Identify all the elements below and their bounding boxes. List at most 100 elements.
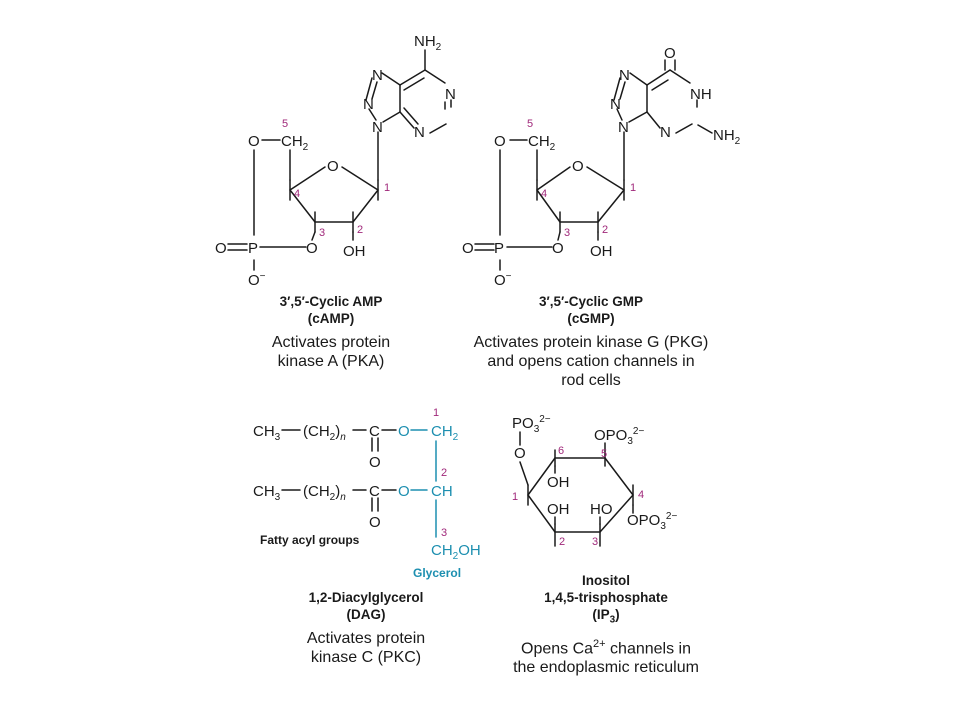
cgmp-p: P	[494, 240, 504, 257]
cgmp-po-o: O	[462, 240, 474, 257]
ip3-locant-4: 4	[638, 489, 644, 501]
cgmp-o3: O	[552, 240, 564, 257]
camp-desc-line2: kinase A (PKA)	[277, 353, 385, 370]
cgmp-n7: N	[619, 67, 630, 84]
dag-locant-2: 2	[441, 467, 447, 479]
cgmp-o-minus: O−	[494, 271, 512, 289]
camp-n7: N	[372, 67, 383, 84]
cgmp-ch2: CH2	[528, 133, 556, 153]
camp-locant-5: 5	[282, 118, 288, 130]
camp-n9: N	[372, 119, 383, 136]
camp-n3: N	[414, 124, 425, 141]
camp-desc-line1: Activates protein	[271, 334, 391, 351]
cgmp-oh: OH	[590, 243, 613, 260]
cgmp-desc-line2: and opens cation channels in	[487, 353, 695, 370]
cgmp-structure	[474, 59, 713, 271]
cgmp-caption: 3′,5′-Cyclic GMP (cGMP) Activates protei…	[446, 293, 736, 390]
cgmp-nh: NH	[690, 86, 712, 103]
camp-nh2: NH2	[414, 33, 442, 53]
cgmp-desc-line3: rod cells	[561, 372, 621, 389]
camp-caption: 3′,5′-Cyclic AMP (cAMP) Activates protei…	[236, 293, 426, 371]
dag-c-bottom: C	[369, 483, 380, 500]
ip3-locant-5: 5	[601, 448, 607, 460]
ip3-oh-6: OH	[547, 474, 570, 491]
camp-desc: Activates protein kinase A (PKA)	[236, 333, 426, 371]
ip3-name-line3: (IP3)	[592, 607, 620, 626]
cgmp-locant-1: 1	[630, 182, 636, 194]
camp-oh: OH	[343, 243, 366, 260]
ip3-opo3-4: OPO32−	[627, 511, 677, 532]
camp-name-line2: (cAMP)	[307, 311, 355, 326]
ip3-po3-1: PO32−	[512, 414, 551, 435]
ip3-o1: O	[514, 445, 526, 462]
dag-o-bottom: O	[369, 514, 381, 531]
ip3-desc: Opens Ca2+ channels in the endoplasmic r…	[476, 635, 736, 677]
cgmp-name-line1: 3′,5′-Cyclic GMP	[538, 294, 643, 309]
camp-ring-o: O	[327, 158, 339, 175]
dag-ch3-bottom: CH3	[253, 483, 281, 503]
ip3-name-line1: Inositol	[582, 573, 630, 588]
dag-c-top: C	[369, 423, 380, 440]
cgmp-locant-2: 2	[602, 224, 608, 236]
ip3-ho-3: HO	[590, 501, 613, 518]
dag-ch2oh: CH2OH	[431, 542, 481, 562]
cgmp-locant-4: 4	[541, 188, 547, 200]
dag-desc-line1: Activates protein	[306, 630, 426, 647]
camp-o5: O	[248, 133, 260, 150]
dag-name-line2: (DAG)	[346, 607, 386, 622]
cgmp-desc: Activates protein kinase G (PKG) and ope…	[446, 333, 736, 390]
dag-desc-line2: kinase C (PKC)	[310, 649, 422, 666]
ip3-structure	[519, 431, 634, 547]
camp-n1: N	[445, 86, 456, 103]
camp-locant-3: 3	[319, 227, 325, 239]
cgmp-desc-line1: Activates protein kinase G (PKG)	[473, 334, 709, 351]
camp-locant-1: 1	[384, 182, 390, 194]
cgmp-ring-o: O	[572, 158, 584, 175]
ip3-desc-line1: Opens Ca2+ channels in	[521, 637, 691, 658]
camp-c8-n: N	[363, 96, 374, 113]
camp-o3: O	[306, 240, 318, 257]
fatty-acyl-label: Fatty acyl groups	[260, 533, 360, 547]
ip3-locant-1: 1	[512, 491, 518, 503]
cgmp-n9: N	[618, 119, 629, 136]
camp-structure	[227, 49, 452, 271]
dag-locant-3: 3	[441, 527, 447, 539]
camp-ch2: CH2	[281, 133, 309, 153]
camp-name-line1: 3′,5′-Cyclic AMP	[279, 294, 383, 309]
ip3-locant-6: 6	[558, 445, 564, 457]
ip3-opo3-5: OPO32−	[594, 426, 644, 447]
cgmp-locant-5: 5	[527, 118, 533, 130]
cgmp-nh2: NH2	[713, 127, 741, 147]
dag-ch2n-top: (CH2)n	[303, 423, 346, 443]
ip3-name-line2: 1,4,5-trisphosphate	[544, 590, 668, 605]
cgmp-n3: N	[660, 124, 671, 141]
cgmp-locant-3: 3	[564, 227, 570, 239]
dag-acyl-structure	[281, 429, 397, 512]
camp-po-o: O	[215, 240, 227, 257]
cgmp-name-line2: (cGMP)	[567, 311, 615, 326]
camp-locant-4: 4	[294, 188, 300, 200]
dag-locant-1: 1	[433, 407, 439, 419]
dag-glycerol-bonds	[410, 429, 437, 538]
dag-desc: Activates protein kinase C (PKC)	[266, 629, 466, 667]
dag-ch-middle: CH	[431, 483, 453, 500]
cgmp-o5: O	[494, 133, 506, 150]
camp-p: P	[248, 240, 258, 257]
cgmp-carbonyl-o: O	[664, 45, 676, 62]
ip3-desc-line2: the endoplasmic reticulum	[513, 659, 699, 677]
dag-o-top: O	[369, 454, 381, 471]
dag-ester-o-top: O	[398, 423, 410, 440]
ip3-oh-2: OH	[547, 501, 570, 518]
ip3-locant-2: 2	[559, 536, 565, 548]
camp-o-minus: O−	[248, 271, 266, 289]
cgmp-c8-n: N	[610, 96, 621, 113]
dag-ester-o-bottom: O	[398, 483, 410, 500]
dag-caption: 1,2-Diacylglycerol (DAG) Activates prote…	[266, 589, 466, 667]
ip3-caption: Inositol 1,4,5-trisphosphate (IP3) Opens…	[476, 572, 736, 677]
ip3-locant-3: 3	[592, 536, 598, 548]
dag-ch2n-bottom: (CH2)n	[303, 483, 346, 503]
dag-ch3-top: CH3	[253, 423, 281, 443]
dag-name-line1: 1,2-Diacylglycerol	[308, 590, 424, 605]
